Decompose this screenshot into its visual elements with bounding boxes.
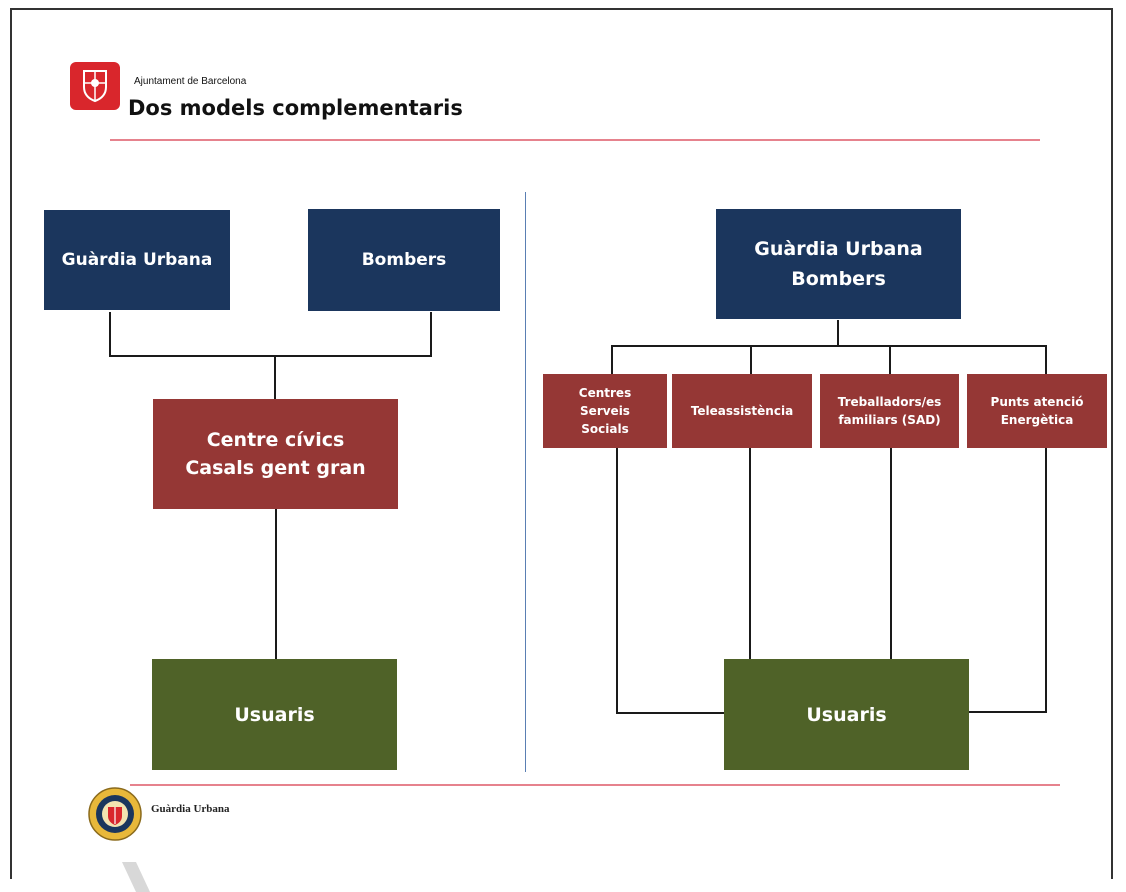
service-1-line-2: Serveis <box>580 404 630 418</box>
centre-civics-line-1: Centre cívics <box>206 428 345 451</box>
centre-civics-line-2: Casals gent gran <box>185 457 366 479</box>
service-teleassistencia: Teleassistència <box>672 374 812 448</box>
connector-right-bus <box>611 345 1047 376</box>
service-1-line-3: Socials <box>581 422 629 436</box>
header-rule <box>110 139 1040 141</box>
right-top-line-1: Guàrdia Urbana <box>754 237 923 260</box>
page-title: Dos models complementaris <box>128 96 463 120</box>
service-4-line-1: Punts atenció <box>990 395 1084 409</box>
service-punts-atencio-energetica: Punts atenció Energètica <box>967 374 1107 448</box>
centre-civics-box: Centre cívics Casals gent gran <box>153 399 398 509</box>
left-usuaris-label: Usuaris <box>234 703 315 726</box>
connector-right-out-4 <box>968 448 1047 713</box>
service-treballadors-familiars: Treballadors/es familiars (SAD) <box>820 374 959 448</box>
page-frame <box>10 8 1113 879</box>
model-divider <box>525 192 526 772</box>
left-usuaris-box: Usuaris <box>152 659 397 770</box>
service-2-line-1: Teleassistència <box>690 404 794 418</box>
left-bombers-box: Bombers <box>308 209 500 311</box>
footer-label: Guàrdia Urbana <box>151 803 230 815</box>
left-guardia-urbana-box: Guàrdia Urbana <box>44 210 230 310</box>
right-top-line-2: Bombers <box>791 268 886 290</box>
right-usuaris-label: Usuaris <box>806 703 887 726</box>
service-1-line-1: Centres <box>578 386 632 400</box>
footer-rule <box>130 784 1060 786</box>
service-3-line-2: familiars (SAD) <box>838 413 941 427</box>
service-4-line-2: Energètica <box>1000 413 1074 427</box>
guardia-urbana-badge-icon <box>88 787 142 841</box>
organization-name: Ajuntament de Barcelona <box>134 76 247 87</box>
connector-right-out-1 <box>616 448 726 714</box>
service-3-line-1: Treballadors/es <box>837 395 942 409</box>
service-centres-serveis-socials: Centres Serveis Socials <box>543 374 667 448</box>
barcelona-logo-icon <box>70 62 120 110</box>
connector-left-top <box>109 312 432 357</box>
right-guardia-bombers-box: Guàrdia Urbana Bombers <box>716 209 961 319</box>
watermark-shape <box>122 862 150 892</box>
left-bombers-label: Bombers <box>361 250 447 270</box>
left-guardia-urbana-label: Guàrdia Urbana <box>61 250 213 270</box>
right-usuaris-box: Usuaris <box>724 659 969 770</box>
